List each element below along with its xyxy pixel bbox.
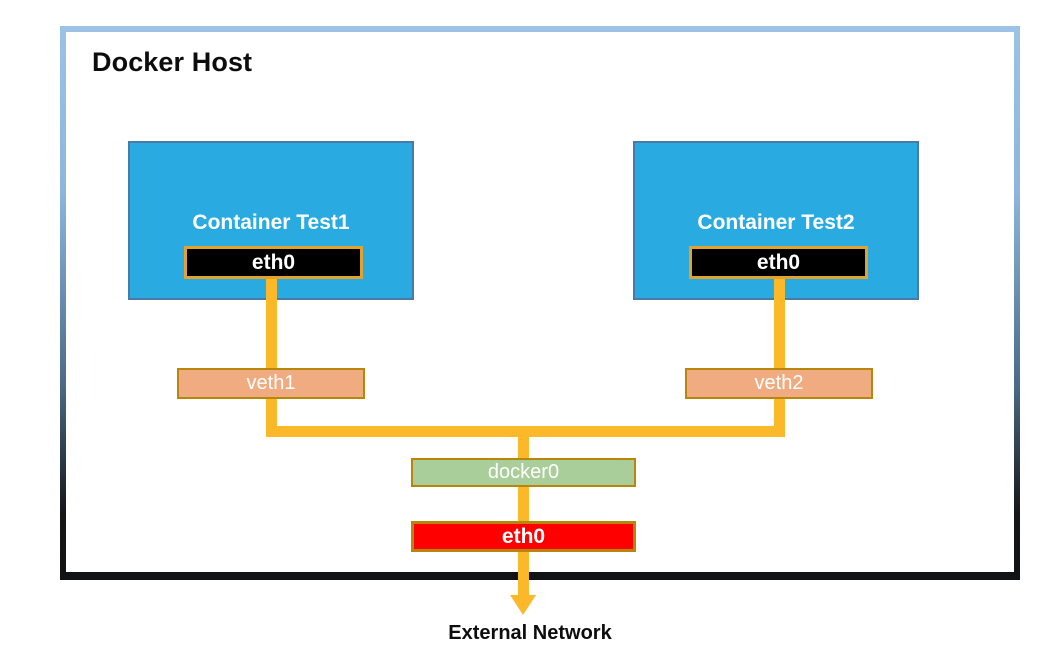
frame-bottom-edge [60,572,1020,580]
connector-bus-to-docker0 [518,426,529,461]
container-test1-label: Container Test1 [192,211,350,234]
container-test2-eth0[interactable]: eth0 [689,246,868,279]
connector-veth1-drop [266,399,277,426]
connector-eth0-to-external [518,552,529,597]
container-test1-eth0[interactable]: eth0 [184,246,363,279]
connector-test1-eth0-to-veth1 [266,279,277,369]
frame-top-edge [60,26,1020,32]
host-eth0-box[interactable]: eth0 [411,521,636,552]
docker-host-frame [60,26,1020,580]
connector-veth2-drop [774,399,785,426]
veth1-box[interactable]: veth1 [177,368,365,399]
frame-right-edge [1014,26,1020,580]
frame-left-edge [60,26,66,580]
connector-test2-eth0-to-veth2 [774,279,785,369]
docker0-bridge-box[interactable]: docker0 [411,458,636,487]
connector-docker0-to-eth0 [518,487,529,522]
veth2-box[interactable]: veth2 [685,368,873,399]
external-network-arrowhead-icon [510,595,536,615]
external-network-label: External Network [448,622,612,644]
docker-host-title: Docker Host [92,47,253,77]
container-test2-label: Container Test2 [697,211,855,234]
